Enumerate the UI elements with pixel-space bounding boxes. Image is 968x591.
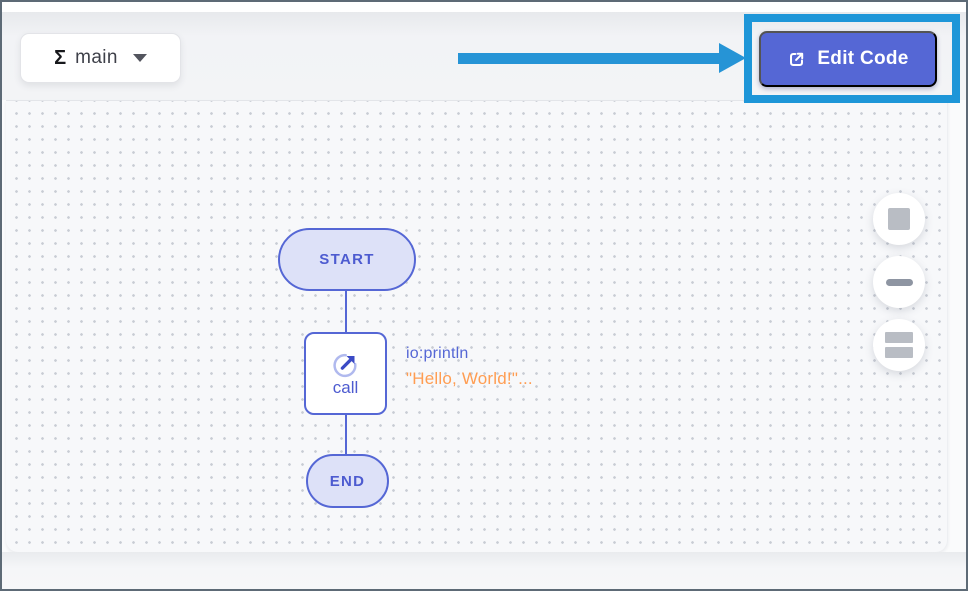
zoom-out-button[interactable] <box>873 256 925 308</box>
edit-code-label: Edit Code <box>817 48 909 69</box>
start-node[interactable]: START <box>278 228 416 291</box>
fit-to-screen-button[interactable] <box>873 319 925 371</box>
square-icon <box>888 208 910 230</box>
stacked-bars-icon <box>885 332 913 358</box>
end-node[interactable]: END <box>306 454 389 508</box>
annotation-arrow <box>458 53 721 64</box>
end-node-label: END <box>329 472 366 490</box>
annotation-arrowhead-icon <box>719 43 746 73</box>
call-action-icon <box>331 350 361 379</box>
top-strip <box>2 2 966 12</box>
call-statement-text[interactable]: io:println "Hello, World!"... <box>406 345 533 389</box>
minus-icon <box>885 278 913 286</box>
diagram-canvas[interactable] <box>6 100 948 552</box>
call-node[interactable]: call <box>304 332 387 415</box>
open-external-icon <box>787 50 806 69</box>
call-node-label: call <box>332 377 359 397</box>
chevron-down-icon <box>132 54 147 62</box>
footer-strip <box>2 552 966 589</box>
function-selector-dropdown[interactable]: Σ main <box>20 33 181 83</box>
selected-function-label: main <box>75 47 118 68</box>
annotation-highlight-box <box>744 14 960 103</box>
zoom-in-button[interactable] <box>873 193 925 245</box>
start-node-label: START <box>319 251 375 268</box>
edit-code-button[interactable]: Edit Code <box>759 31 937 87</box>
call-arguments: "Hello, World!"... <box>406 369 533 388</box>
function-sigma-icon: Σ <box>54 46 67 69</box>
call-expression: io:println <box>406 345 469 362</box>
